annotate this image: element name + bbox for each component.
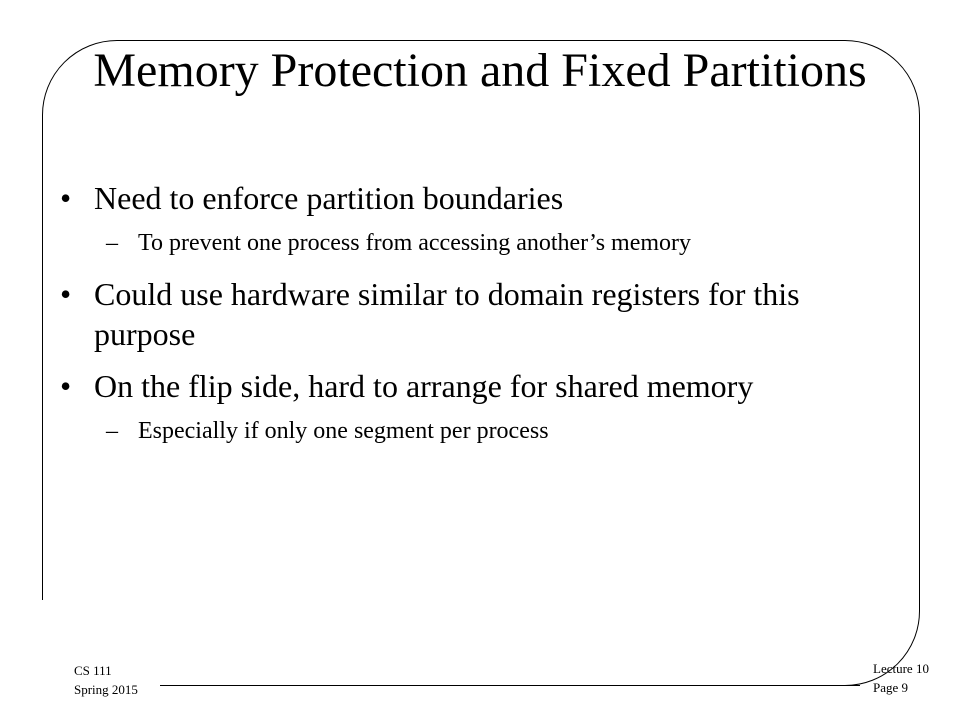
bullet-item: • On the flip side, hard to arrange for … [60, 366, 890, 406]
sub-bullet-text: To prevent one process from accessing an… [138, 230, 692, 256]
slide-content: • Need to enforce partition boundaries –… [60, 178, 890, 462]
bullet-item: • Need to enforce partition boundaries [60, 178, 890, 218]
footer-course-info: CS 111 Spring 2015 [74, 661, 138, 699]
slide-title: Memory Protection and Fixed Partitions [93, 44, 867, 97]
sub-bullet-item: – To prevent one process from accessing … [60, 226, 890, 260]
course-term: Spring 2015 [74, 682, 138, 697]
bullet-icon: • [60, 368, 72, 404]
sub-bullet-text: Especially if only one segment per proce… [138, 418, 549, 444]
frame-mask [30, 600, 160, 710]
bullet-item: • Could use hardware similar to domain r… [60, 274, 890, 354]
bullet-text: Need to enforce partition boundaries [94, 180, 564, 216]
sub-bullet-item: – Especially if only one segment per pro… [60, 414, 890, 448]
lecture-number: Lecture 10 [873, 661, 929, 676]
bullet-text: On the flip side, hard to arrange for sh… [94, 368, 754, 404]
footer-lecture-info: Lecture 10 Page 9 [873, 659, 929, 697]
footer-rule [160, 685, 860, 686]
course-name: CS 111 [74, 663, 112, 678]
dash-icon: – [106, 418, 118, 444]
page-number: Page 9 [873, 680, 909, 695]
dash-icon: – [106, 230, 118, 256]
bullet-icon: • [60, 180, 72, 216]
bullet-icon: • [60, 276, 72, 312]
bullet-text: Could use hardware similar to domain reg… [94, 276, 800, 352]
